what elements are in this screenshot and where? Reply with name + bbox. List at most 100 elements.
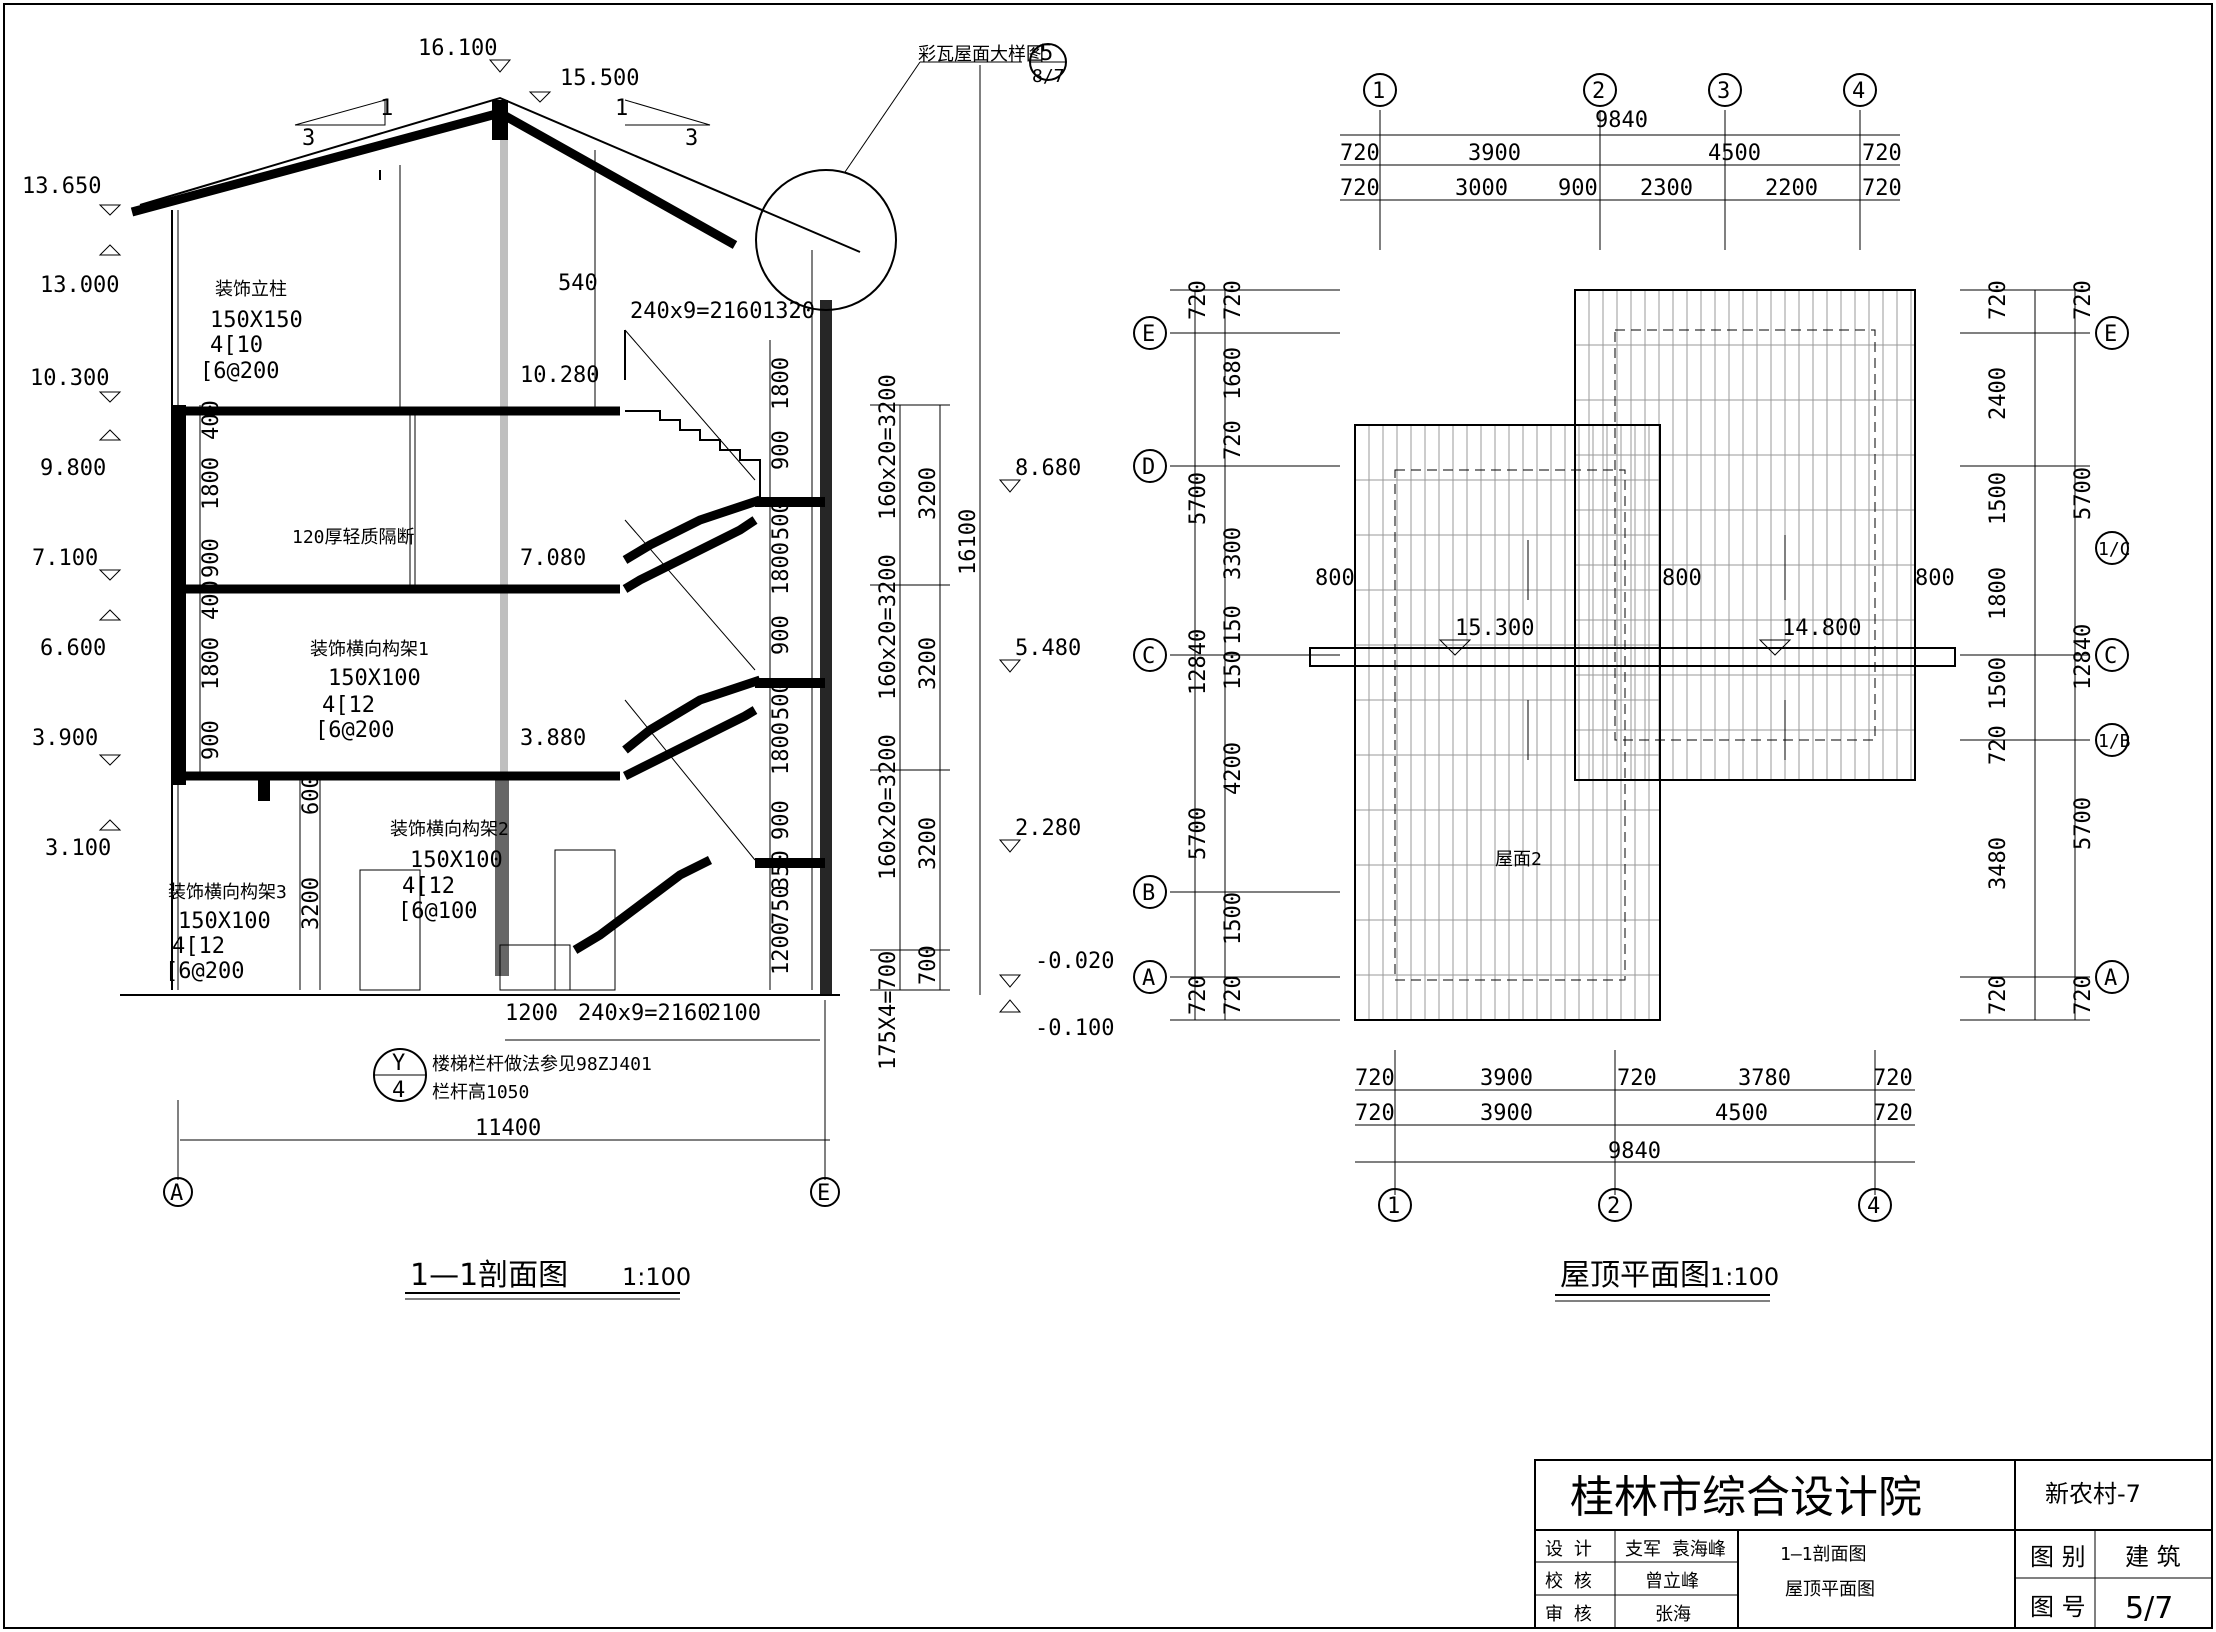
roof-left-outer-2: 12840 [1186,629,1211,695]
roof-left-inner-3: 3300 [1221,527,1246,580]
label-frame3-stirrup: [6@200 [165,959,244,984]
roof-plan-scale: 1:100 [1710,1263,1779,1291]
roof-axis-top-2: 2 [1592,79,1605,104]
roof-left-inner-7: 1500 [1221,892,1246,945]
roof-axis-left-d: D [1142,455,1155,480]
roof-right-inner-5: 720 [1986,725,2011,765]
roof-left-inner-6: 4200 [1221,742,1246,795]
elev-9800: 9.800 [40,456,106,481]
vdim-stair-10: 1200 [769,922,794,975]
label-frame1-stirrup: [6@200 [315,718,394,743]
roof-plan-title: 屋顶平面图 [1560,1258,1710,1293]
design-label: 设 计 [1545,1539,1592,1560]
roof-axis-left-b: B [1142,881,1155,906]
sheet-border [3,3,2213,1629]
vdim-right-outer-1: 160x20=3200 [876,554,901,700]
roof-right-inner-7: 720 [1986,975,2011,1015]
project-name: 新农村-7 [2045,1480,2141,1508]
label-frame2-stirrup: [6@100 [398,899,477,924]
roof-plan-view [1133,73,2129,1302]
dim-total-width: 11400 [475,1116,541,1141]
roof-dim-bot-r2-0: 720 [1355,1101,1395,1126]
label-frame2: 装饰横向构架2 [390,819,509,840]
roof-dim-bot-r1-3: 3780 [1738,1066,1791,1091]
section-scale: 1:100 [622,1263,691,1291]
roof-right-inner-1: 2400 [1986,367,2011,420]
label-frame1: 装饰横向构架1 [310,639,429,660]
roof-dim-top-r1-0: 720 [1340,141,1380,166]
roof-dim-top-r1-3: 720 [1862,141,1902,166]
vdim-right-outer-0: 160x20=3200 [876,374,901,520]
roof-dim-bot-r1-1: 3900 [1480,1066,1533,1091]
elev-6600: 6.600 [40,636,106,661]
elev-13650: 13.650 [22,174,101,199]
vdim-stair-0: 1800 [769,357,794,410]
label-post-size: 150X150 [210,308,303,333]
vdim-stair-5: 500 [769,680,794,720]
dim-bottom-2100: 2100 [708,1001,761,1026]
stair-flight-1 [622,706,758,781]
roof-left-inner-8: 720 [1221,975,1246,1015]
stair-flight-ground [572,855,713,954]
axis-a: A [170,1181,183,1206]
roof-block-left [1354,424,1660,1020]
rail-ref-top: Y [392,1051,405,1076]
roof-dim-bot-r2-2: 4500 [1715,1101,1768,1126]
axis-e: E [817,1181,830,1206]
roof-label: 屋面2 [1495,849,1542,870]
label-frame2-bar: 4[12 [402,874,455,899]
roof-left-outer-4: 720 [1186,975,1211,1015]
check-name: 曾立峰 [1645,1571,1699,1592]
roof-overhang-right: 800 [1915,566,1955,591]
rail-ref-bottom: 4 [392,1078,405,1103]
roof-dim-top-r2-2: 900 [1558,176,1598,201]
roof-dim-bot-r2-3: 720 [1873,1101,1913,1126]
dim-bottom-stair: 240x9=2160 [578,1001,710,1026]
roof-dims-right: 7205700128405700720720240015001800150072… [1986,280,2096,1015]
elev-15500: 15.500 [560,66,639,91]
roof-left-outer-0: 720 [1186,280,1211,320]
roof-left-outer-3: 5700 [1186,807,1211,860]
elev-minus-0100: -0.100 [1035,1016,1114,1041]
vdim-right-outer-3: 175X4=700 [876,951,901,1070]
roof-axis-right-c: C [2104,644,2117,669]
roof-left-inner-0: 720 [1221,280,1246,320]
title-block [1534,1459,2213,1629]
number-label: 图 号 [2030,1593,2086,1621]
dim-1320: 1320 [762,299,815,324]
roof-dim-bot-r1-4: 720 [1873,1066,1913,1091]
label-post-stirrup: [6@200 [200,359,279,384]
elev-13000: 13.000 [40,273,119,298]
vdim-stair-8: 350 [769,850,794,890]
label-frame1-bar: 4[12 [322,693,375,718]
roof-axis-bot-1: 1 [1387,1194,1400,1219]
roof-axis-top-3: 3 [1717,79,1730,104]
slope-run-left: 3 [302,126,315,151]
elev-7100: 7.100 [32,546,98,571]
roof-right-inner-0: 720 [1986,280,2011,320]
vdim-left-6: 600 [299,775,324,815]
label-frame2-size: 150X100 [410,848,503,873]
stair-flight-3a [625,410,761,500]
number-value: 5/7 [2125,1591,2173,1626]
roof-right-outer-4: 720 [2071,975,2096,1015]
elev-5480: 5.480 [1015,636,1081,661]
elev-3100: 3.100 [45,836,111,861]
elev-8680: 8.680 [1015,456,1081,481]
roof-dim-bot-total: 9840 [1608,1139,1661,1164]
roof-dims-left: 7205700128405700720720168072033001501504… [1186,280,1246,1015]
slope-run-right: 3 [685,126,698,151]
vdim-right-inner-0: 3200 [916,467,941,520]
roof-dim-top-total: 9840 [1595,108,1648,133]
content-line-2: 屋顶平面图 [1785,1579,1875,1600]
content-line-1: 1—1剖面图 [1780,1544,1867,1565]
vdim-stair-9: 750 [769,885,794,925]
roof-axis-left-c: C [1142,644,1155,669]
vdim-stair-6: 1800 [769,722,794,775]
roof-axis-right-1c: 1/C [2098,539,2131,560]
roof-left-inner-2: 720 [1221,420,1246,460]
review-label: 审 核 [1545,1604,1592,1625]
label-frame3: 装饰横向构架3 [168,882,287,903]
elev-3900: 3.900 [32,726,98,751]
